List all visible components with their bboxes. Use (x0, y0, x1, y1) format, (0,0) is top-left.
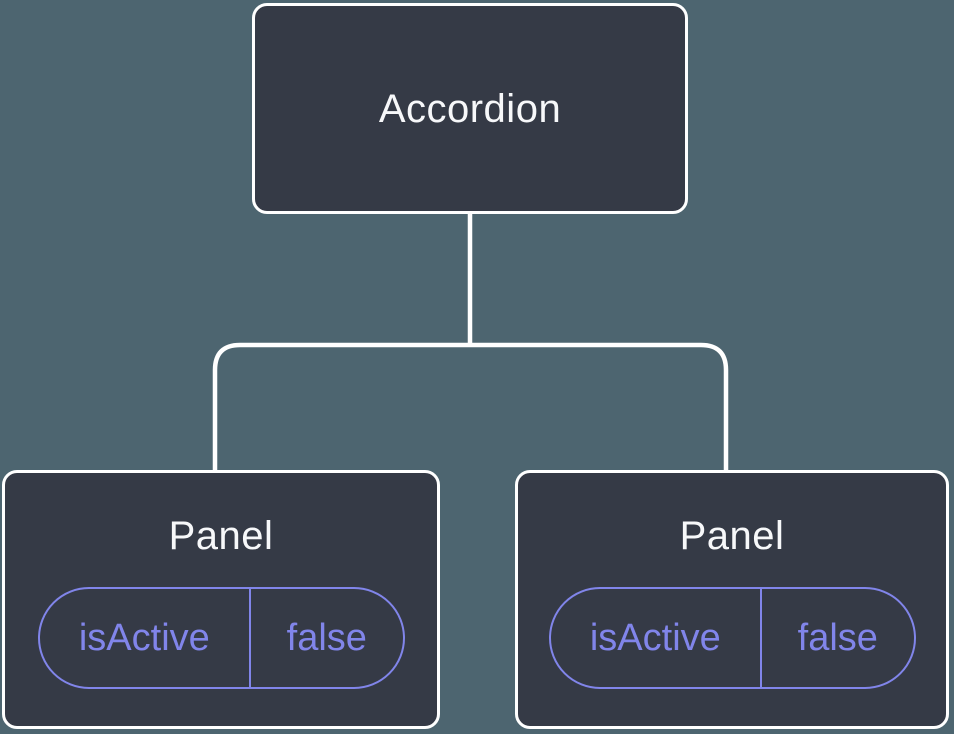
node-accordion-label: Accordion (378, 86, 562, 131)
node-accordion: Accordion (252, 3, 688, 214)
connector-branch (212, 342, 729, 472)
node-panel-2-label: Panel (679, 514, 785, 558)
node-panel-1: Panel isActive false (2, 470, 440, 729)
node-panel-2: Panel isActive false (515, 470, 949, 729)
state-value: false (797, 616, 878, 659)
state-pill: isActive false (37, 587, 405, 689)
state-key: isActive (551, 589, 763, 687)
state-value: false (286, 616, 367, 659)
state-key: isActive (40, 589, 252, 687)
node-panel-1-label: Panel (168, 514, 274, 558)
state-pill: isActive false (548, 587, 916, 689)
